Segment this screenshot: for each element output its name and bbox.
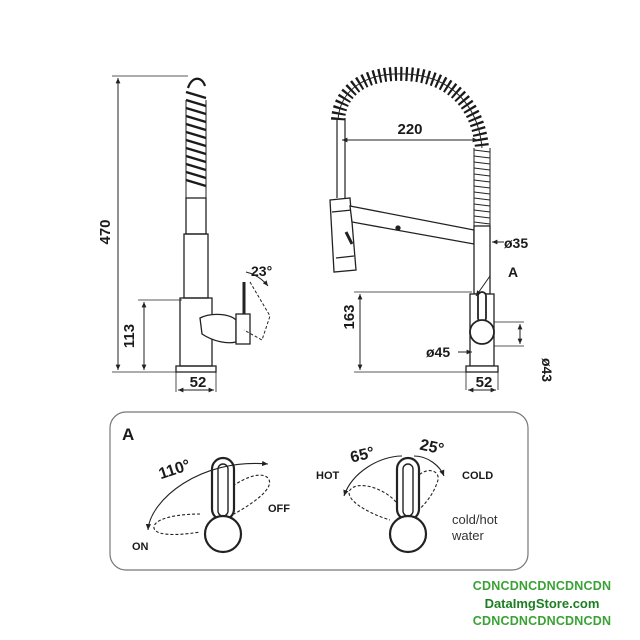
cold-label: COLD xyxy=(462,470,493,482)
front-handle xyxy=(469,291,495,345)
detail-a-title: A xyxy=(122,425,134,444)
side-base xyxy=(175,365,217,373)
hot-label: HOT xyxy=(316,470,340,482)
side-handle-cap xyxy=(235,313,251,345)
hose-diameter-label: ø35 xyxy=(504,235,528,251)
detail-left-handle xyxy=(145,456,271,554)
watermark-line-2: DataImgStore.com xyxy=(484,596,600,611)
spout-height-label: 163 xyxy=(341,304,358,329)
watermark-line-1: CDNCDNCDNCDNCDN xyxy=(472,579,612,593)
side-view xyxy=(112,75,271,393)
front-spring-column xyxy=(473,148,491,226)
detail-right-handle xyxy=(343,455,445,554)
side-base-width-label: 52 xyxy=(190,374,207,391)
front-spout-arm xyxy=(349,205,475,245)
side-sprayer-holder xyxy=(183,233,209,299)
handle-angle-label: 23° xyxy=(251,263,272,279)
reach-label: 220 xyxy=(397,121,422,138)
note-line-2: water xyxy=(451,528,484,543)
body-diameter-label: ø45 xyxy=(426,344,450,360)
cold-angle-label: 25° xyxy=(418,437,445,459)
hot-angle-label: 65° xyxy=(349,444,377,466)
rotation-angle-label: 110° xyxy=(157,457,193,483)
on-label: ON xyxy=(132,541,149,553)
front-view xyxy=(329,66,524,393)
side-upper-tube xyxy=(185,197,207,235)
side-handle xyxy=(199,313,237,344)
front-base-width-label: 52 xyxy=(476,374,493,391)
note-line-1: cold/hot xyxy=(452,512,498,527)
base-diameter-label: ø43 xyxy=(539,358,555,382)
detail-ref-label: A xyxy=(508,264,518,280)
front-upper-body xyxy=(473,225,491,295)
side-handle-rotated xyxy=(243,281,271,341)
side-spring-coil xyxy=(185,77,207,188)
height-handle-label: 113 xyxy=(121,324,138,348)
front-base xyxy=(465,365,499,373)
front-sprayer-head xyxy=(329,197,357,273)
detail-a-panel xyxy=(109,411,529,571)
off-label: OFF xyxy=(268,503,290,515)
height-total-label: 470 xyxy=(97,219,114,244)
watermark-line-3: CDNCDNCDNCDNCDN xyxy=(472,614,612,628)
